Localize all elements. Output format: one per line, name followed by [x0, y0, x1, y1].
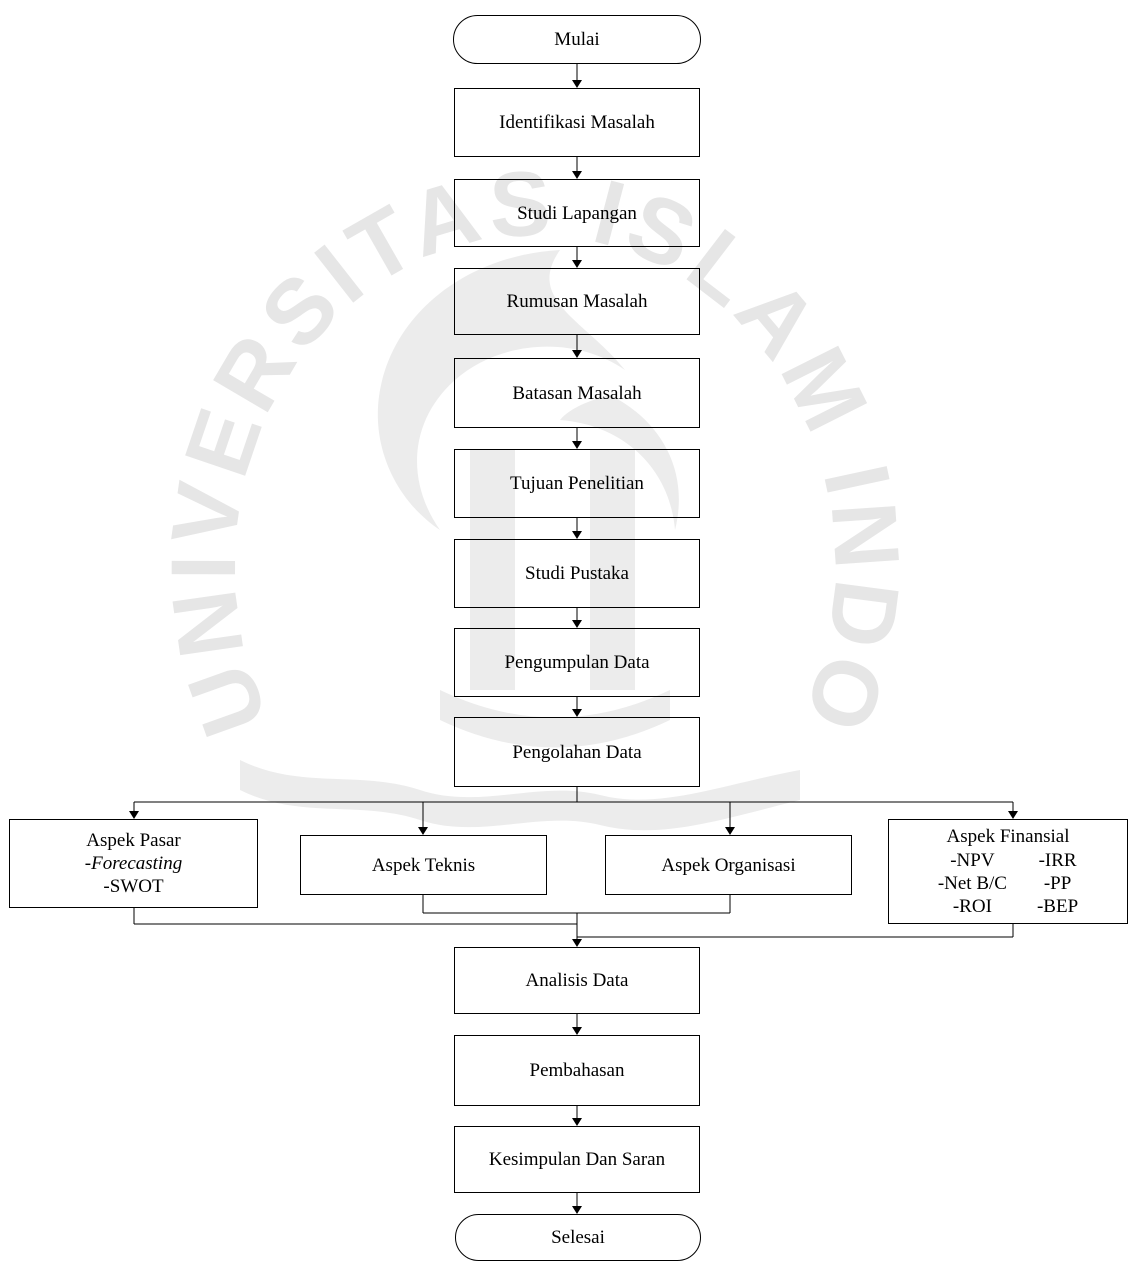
start-label: Mulai	[554, 29, 600, 50]
metric-pp: -PP	[1043, 873, 1072, 894]
aspect-organisasi-title: Aspek Organisasi	[661, 854, 796, 876]
aspect-finansial: Aspek Finansial -NPV -IRR -Net B/C -PP -…	[888, 819, 1128, 924]
aspect-pasar-item-forecasting: -Forecasting	[84, 853, 183, 874]
step-pengolahan-data: Pengolahan Data	[454, 717, 700, 787]
step-label: Pembahasan	[529, 1060, 625, 1081]
metric-npv: -NPV	[950, 850, 995, 871]
step-label: Pengumpulan Data	[504, 652, 650, 673]
step-label: Rumusan Masalah	[506, 291, 648, 312]
metric-bep: -BEP	[1036, 896, 1079, 917]
step-label: Kesimpulan Dan Saran	[488, 1149, 666, 1170]
step-label: Identifikasi Masalah	[499, 112, 655, 133]
step-label: Tujuan Penelitian	[510, 473, 644, 494]
start-terminal: Mulai	[453, 15, 701, 64]
aspect-pasar: Aspek Pasar -Forecasting -SWOT	[9, 819, 258, 908]
step-studi-pustaka: Studi Pustaka	[454, 539, 700, 608]
metric-roi: -ROI	[952, 896, 992, 917]
end-terminal: Selesai	[455, 1214, 701, 1261]
step-batasan-masalah: Batasan Masalah	[454, 358, 700, 428]
step-pembahasan: Pembahasan	[454, 1035, 700, 1106]
aspect-teknis: Aspek Teknis	[300, 835, 547, 895]
step-identifikasi-masalah: Identifikasi Masalah	[454, 88, 700, 157]
metric-irr: -IRR	[1038, 850, 1077, 871]
step-label: Batasan Masalah	[512, 382, 642, 404]
aspect-pasar-title: Aspek Pasar	[86, 830, 181, 851]
aspect-finansial-title: Aspek Finansial	[946, 826, 1070, 847]
step-pengumpulan-data: Pengumpulan Data	[454, 628, 700, 697]
step-label: Analisis Data	[525, 970, 629, 991]
step-label: Studi Lapangan	[517, 202, 637, 224]
metric-net-bc: -Net B/C	[937, 873, 1007, 894]
step-label: Studi Pustaka	[525, 563, 629, 584]
end-label: Selesai	[551, 1227, 605, 1248]
step-kesimpulan-dan-saran: Kesimpulan Dan Saran	[454, 1126, 700, 1193]
step-studi-lapangan: Studi Lapangan	[454, 179, 700, 247]
aspect-pasar-item-swot: -SWOT	[103, 876, 164, 897]
aspect-organisasi: Aspek Organisasi	[605, 835, 852, 895]
step-tujuan-penelitian: Tujuan Penelitian	[454, 449, 700, 518]
step-analisis-data: Analisis Data	[454, 947, 700, 1014]
step-label: Pengolahan Data	[512, 741, 642, 763]
step-rumusan-masalah: Rumusan Masalah	[454, 268, 700, 335]
financial-metrics: -NPV -IRR -Net B/C -PP -ROI -BEP	[938, 849, 1078, 918]
watermark-emblem	[240, 250, 800, 831]
aspect-teknis-title: Aspek Teknis	[371, 854, 476, 876]
